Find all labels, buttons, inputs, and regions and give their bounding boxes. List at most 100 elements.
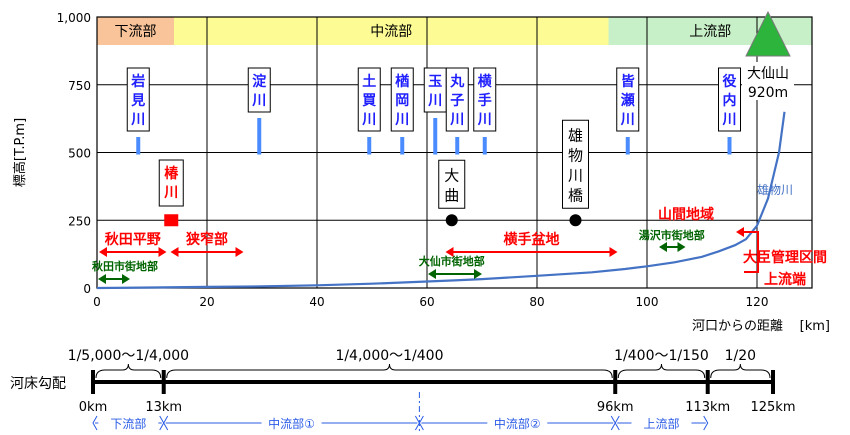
tributary-box bbox=[126, 67, 150, 132]
x-tick-label: 100 bbox=[636, 295, 659, 309]
tributary-label-char: 横 bbox=[478, 73, 493, 90]
region-arrow-head-right bbox=[609, 247, 618, 257]
slope-label: 1/400～1/150 bbox=[614, 348, 709, 364]
slope-brace bbox=[710, 363, 771, 379]
tributary-label-char: 岩 bbox=[130, 73, 145, 90]
city-arrow-head-right bbox=[677, 242, 686, 252]
tributary-label-char: 内 bbox=[723, 92, 737, 109]
city-arrow-head-left bbox=[428, 269, 436, 279]
section-label: 下流部 bbox=[115, 24, 157, 40]
point-label-char: 大 bbox=[444, 166, 459, 184]
point-label-char: 川 bbox=[568, 166, 583, 184]
reach-label-bg bbox=[261, 415, 322, 431]
tributary-label-char: 川 bbox=[130, 112, 145, 128]
y-tick-label: 500 bbox=[68, 147, 91, 161]
region-label: 狭窄部 bbox=[185, 231, 228, 248]
tributary-label-char: 川 bbox=[361, 112, 376, 128]
section-label: 中流部 bbox=[370, 24, 412, 40]
city-zone-label: 大仙市街地部 bbox=[419, 254, 485, 268]
slope-label: 1/20 bbox=[725, 348, 756, 364]
tsubakigawa-box bbox=[158, 159, 184, 207]
tributary-label-char: 見 bbox=[130, 93, 145, 109]
point-marker bbox=[445, 214, 458, 227]
city-zone-label: 湯沢市街地部 bbox=[639, 228, 705, 242]
tributary-box bbox=[445, 67, 469, 132]
point-label-char: 曲 bbox=[444, 186, 459, 204]
x-axis-unit: [km] bbox=[800, 319, 830, 334]
plot-frame bbox=[96, 16, 813, 289]
region-arrow-head-right bbox=[158, 247, 167, 257]
region-arrow-head-right bbox=[235, 247, 244, 257]
tributary-label-char: 役 bbox=[723, 73, 738, 90]
tributary-box bbox=[247, 67, 271, 113]
upstream-end-label: 上流端 bbox=[764, 271, 806, 288]
x-tick-label: 40 bbox=[309, 295, 324, 309]
city-arrow-head-right bbox=[474, 269, 482, 279]
city-arrow-head-left bbox=[98, 274, 106, 284]
y-tick-label: 0 bbox=[83, 282, 91, 296]
reach-label-bg bbox=[631, 415, 692, 431]
x-tick-label: 120 bbox=[746, 295, 769, 309]
city-arrow-head-left bbox=[659, 242, 667, 252]
y-axis-label: 標高[T.P.m] bbox=[12, 118, 28, 187]
tsubakigawa-marker bbox=[164, 214, 179, 227]
point-label-char: 物 bbox=[568, 146, 583, 164]
x-tick-label: 0 bbox=[93, 295, 101, 309]
reach-bracket-left bbox=[614, 415, 620, 431]
slope-brace bbox=[95, 363, 162, 379]
slope-label: 1/4,000～1/400 bbox=[335, 348, 443, 364]
gradient-tick-label: 0km bbox=[79, 400, 107, 415]
x-axis-label: 河口からの距離 bbox=[692, 319, 783, 334]
x-tick-label: 60 bbox=[419, 295, 434, 309]
tributary-box bbox=[357, 67, 381, 132]
tributary-label-char: 瀬 bbox=[621, 92, 635, 109]
tributary-label-char: 川 bbox=[427, 93, 442, 109]
tributary-label-char: 川 bbox=[394, 112, 409, 128]
slope-brace bbox=[617, 363, 706, 379]
reach-label-bg bbox=[487, 415, 548, 431]
tsubakigawa-label-char: 川 bbox=[163, 185, 178, 201]
point-label-box bbox=[438, 159, 466, 209]
gradient-title: 河床勾配 bbox=[10, 376, 66, 392]
reach-label-bg bbox=[98, 415, 159, 431]
tributary-box bbox=[718, 67, 741, 132]
tsubakigawa-label-char: 椿 bbox=[164, 165, 179, 182]
region-arrow-head-left bbox=[170, 247, 179, 257]
section-band-rect bbox=[174, 17, 609, 45]
tributary-box bbox=[390, 67, 414, 132]
reach-bracket-left bbox=[163, 415, 169, 431]
point-label-char: 橋 bbox=[568, 186, 583, 204]
gradient-tick-label: 96km bbox=[597, 400, 634, 415]
upstream-end-label: 大臣管理区間 bbox=[743, 249, 827, 266]
reach-label: 上流部 bbox=[643, 416, 679, 431]
region-arrow-head-left bbox=[445, 247, 454, 257]
reach-bracket-right bbox=[703, 415, 709, 431]
point-marker bbox=[569, 214, 582, 227]
region-label: 山間地域 bbox=[658, 206, 714, 223]
y-tick-label: 750 bbox=[68, 79, 91, 93]
annotations: 大曲雄物川橋大仙山920m秋田平野狭窄部横手盆地山間地域大臣管理区間上流端秋田市… bbox=[92, 10, 827, 288]
gradient-tick-label: 113km bbox=[685, 400, 730, 415]
tributary-label-char: 手 bbox=[478, 92, 492, 109]
reach-label: 中流部② bbox=[494, 416, 541, 431]
tributary-label-char: 淀 bbox=[252, 73, 267, 90]
series-label: 雄物川 bbox=[757, 182, 793, 197]
y-tick-label: 1,000 bbox=[57, 11, 91, 25]
city-zone-label: 秋田市街地部 bbox=[92, 259, 158, 273]
summit-name: 大仙山 bbox=[747, 66, 789, 82]
tributary-label-char: 川 bbox=[449, 112, 464, 128]
x-tick-label: 80 bbox=[529, 295, 544, 309]
tributary-label-char: 岡 bbox=[395, 93, 409, 109]
region-label: 秋田平野 bbox=[105, 231, 161, 248]
reach-label: 下流部 bbox=[110, 416, 146, 431]
tributary-label-char: 買 bbox=[362, 93, 377, 109]
region-arrow-head-left bbox=[99, 247, 107, 257]
tributary-label-char: 皆 bbox=[621, 73, 635, 90]
region-label: 横手盆地 bbox=[504, 231, 560, 248]
tributary-label-char: 玉 bbox=[428, 74, 442, 90]
summit-icon bbox=[745, 10, 791, 57]
